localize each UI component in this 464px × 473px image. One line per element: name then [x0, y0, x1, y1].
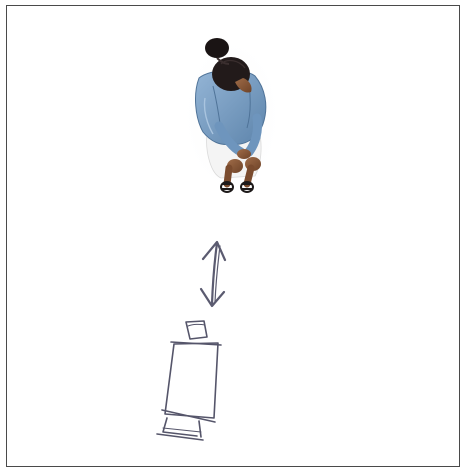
hands — [237, 149, 251, 159]
camera-bottom-edge — [162, 410, 215, 422]
hair-bun — [205, 38, 229, 58]
camera-tripod-sketch — [157, 321, 221, 440]
seated-woman-figure — [180, 34, 284, 198]
illustration-frame — [6, 5, 460, 467]
tripod-foot — [157, 434, 203, 440]
arrow-shaft — [212, 243, 217, 304]
camera-body — [165, 343, 218, 418]
lens-rim — [188, 324, 205, 326]
camera-lens — [186, 321, 207, 339]
arrow-head-top — [203, 242, 225, 260]
tripod-brace — [163, 428, 201, 432]
tripod-leg-left — [163, 418, 197, 436]
double-arrow-sketch — [201, 242, 225, 306]
scene-canvas — [7, 6, 460, 467]
tripod-leg-right — [199, 421, 201, 437]
